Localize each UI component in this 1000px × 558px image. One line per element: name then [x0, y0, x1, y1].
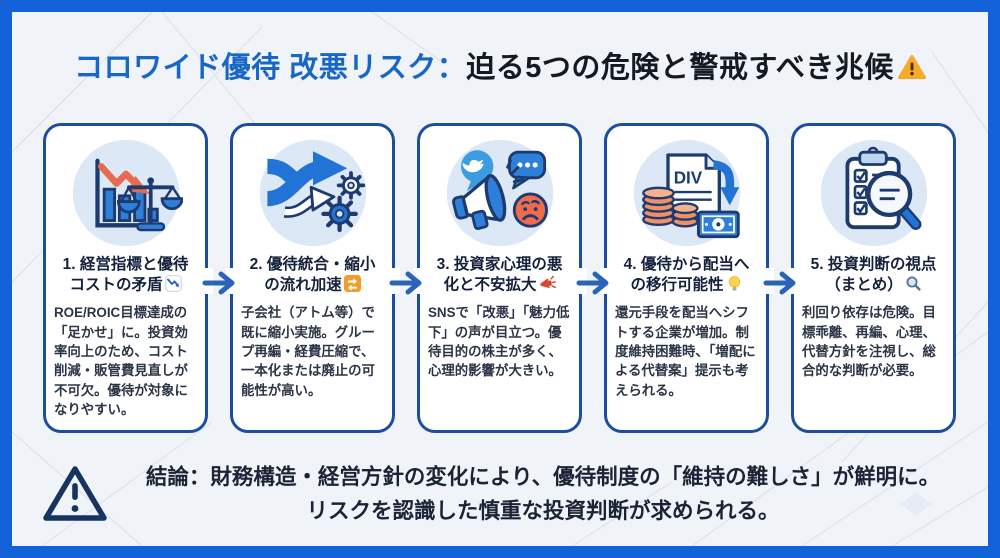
card-title-line1: 5. 投資判断の視点 — [810, 256, 937, 273]
card-body: SNSで「改悪」「魅力低下」の声が目立つ。優待目的の株主が多く、心理的影響が大き… — [428, 305, 570, 379]
arrow-right-icon — [576, 271, 609, 295]
warning-triangle-icon — [43, 466, 107, 522]
card-title: 3. 投資家心理の悪 化と不安拡大 — [428, 255, 571, 296]
card-title: 2. 優待統合・縮小 の流れ加速 — [241, 255, 384, 296]
dividend-document-coins-banknote-icon: DIV — [630, 136, 744, 250]
card-body: 還元手段を配当へシフトする企業が増加。制度維持困難時、「増配による代替案」提示も… — [615, 305, 756, 398]
div-label: DIV — [673, 169, 702, 188]
card-title: 5. 投資判断の視点 （まとめ） — [802, 255, 945, 296]
warning-emoji — [897, 55, 926, 79]
card-title-line2: 化と不安拡大 — [443, 276, 537, 294]
declining-chart-and-balance-scale-icon — [69, 136, 183, 250]
card-title-line2: （まとめ） — [825, 276, 903, 294]
conclusion-text: 結論：財務構造・経営方針の変化により、優待制度の「維持の難しさ」が鮮明に。 リス… — [126, 460, 960, 529]
risk-cards-row: 1. 経営指標と優待 コストの矛盾 ROE/ROIC目標達成の「足かせ」に。投資… — [43, 123, 956, 433]
card-title-line1: 1. 経営指標と優待 — [62, 256, 189, 273]
merging-arrows-and-gears-icon — [256, 136, 370, 250]
risk-card-5: 5. 投資判断の視点 （まとめ） 利回り依存は危険。目標乖離、再編、心理、代替方… — [791, 123, 956, 433]
card-title-line1: 3. 投資家心理の悪 — [436, 256, 563, 273]
conclusion-line1: 結論：財務構造・経営方針の変化により、優待制度の「維持の難しさ」が鮮明に。 — [145, 465, 941, 489]
card-body: ROE/ROIC目標達成の「足かせ」に。投資効率向上のため、コスト削減・販管費見… — [54, 305, 188, 417]
sns-megaphone-worried-face-icon — [443, 136, 557, 250]
risk-card-1: 1. 経営指標と優待 コストの矛盾 ROE/ROIC目標達成の「足かせ」に。投資… — [43, 123, 208, 433]
conclusion-line2: リスクを認識した慎重な投資判断が求められる。 — [306, 499, 780, 524]
card-title-line2: コストの矛盾 — [69, 276, 163, 294]
page-title: コロワイド優待 改悪リスク：迫る5つの危険と警戒すべき兆候 — [12, 44, 988, 86]
card-title-line1: 4. 優待から配当へ — [623, 256, 750, 273]
risk-card-3: 3. 投資家心理の悪 化と不安拡大 SNSで「改悪」「魅力低下」の声が目立つ。優… — [417, 123, 582, 433]
card-title: 1. 経営指標と優待 コストの矛盾 — [54, 255, 197, 296]
card-title-line2: の移行可能性 — [630, 276, 724, 294]
risk-card-2: 2. 優待統合・縮小 の流れ加速 子会社（アトム等）で既に縮小実施。グループ再編… — [230, 123, 395, 433]
card-body: 利回り依存は危険。目標乖離、再編、心理、代替方針を注視し、総合的な判断が必要。 — [802, 305, 936, 379]
magnifier-emoji — [906, 276, 921, 292]
card-body: 子会社（アトム等）で既に縮小実施。グループ再編・経費圧縮で、一本化または廃止の可… — [241, 305, 375, 398]
card-title-line1: 2. 優待統合・縮小 — [249, 256, 376, 273]
card-title: 4. 優待から配当へ の移行可能性 — [615, 255, 758, 296]
lightbulb-emoji — [728, 276, 740, 292]
arrow-right-icon — [763, 271, 796, 295]
repeat-emoji — [343, 275, 361, 293]
megaphone-emoji — [539, 276, 556, 289]
conclusion-section: 結論：財務構造・経営方針の変化により、優待制度の「維持の難しさ」が鮮明に。 リス… — [40, 460, 960, 529]
arrow-right-icon — [389, 271, 422, 295]
page-title-main: 迫る5つの危険と警戒すべき兆候 — [466, 52, 894, 84]
checklist-and-magnifier-icon — [817, 136, 931, 250]
card-title-line2: の流れ加速 — [264, 276, 342, 294]
chart-decreasing-emoji — [164, 275, 182, 293]
risk-card-4: DIV — [604, 123, 769, 433]
arrow-right-icon — [202, 271, 235, 295]
page-title-brand: コロワイド優待 改悪リスク： — [74, 52, 467, 84]
